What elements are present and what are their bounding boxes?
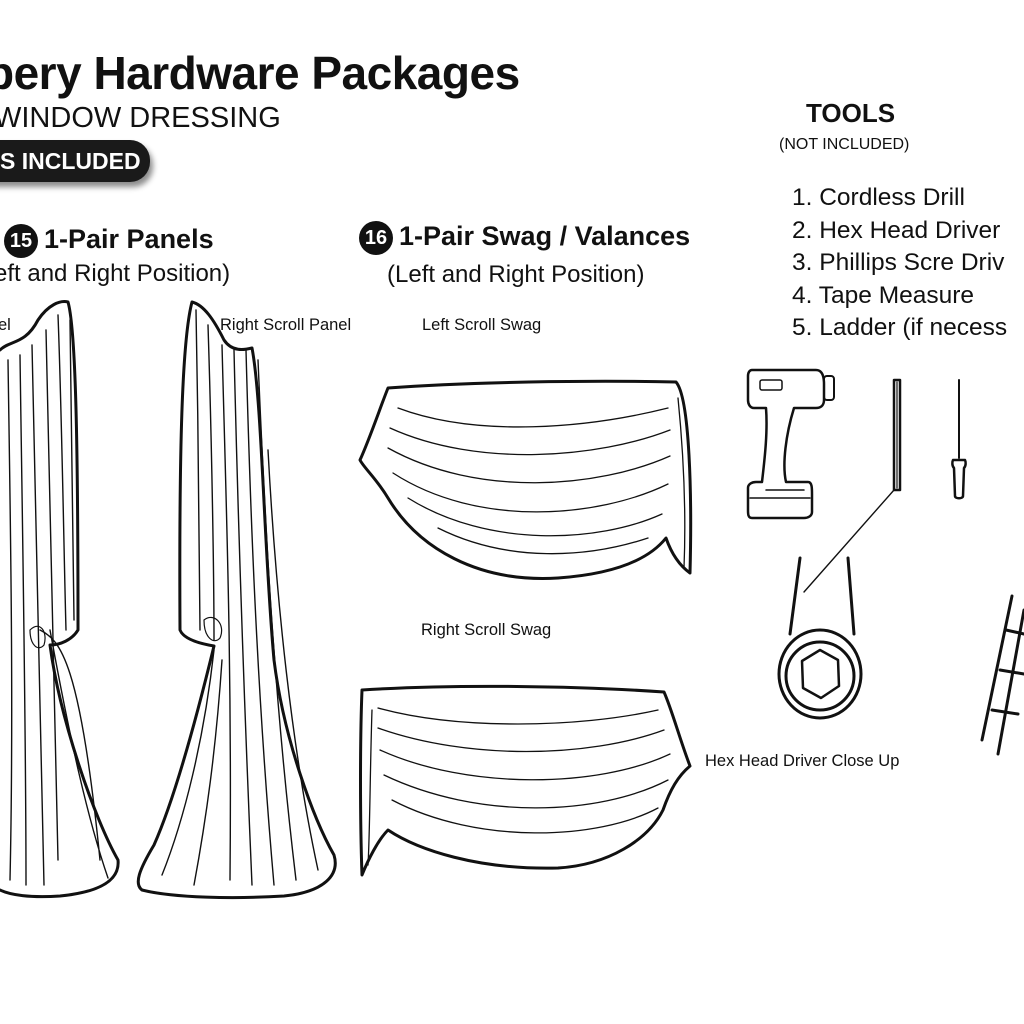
section-15-subtitle: eft and Right Position) bbox=[0, 260, 231, 287]
hex-socket-closeup-icon bbox=[777, 556, 863, 720]
section-title: 1-Pair Swag / Valances bbox=[399, 221, 691, 252]
section-number-badge: 15 bbox=[4, 224, 38, 258]
left-panel-drape-illustration bbox=[0, 300, 120, 899]
page-subtitle: WINDOW DRESSING bbox=[0, 102, 281, 134]
closeup-pointer-line bbox=[803, 489, 895, 593]
tool-item: 1. Cordless Drill bbox=[792, 184, 965, 211]
tool-item: 5. Ladder (if necess bbox=[792, 314, 1008, 341]
tools-list: 1. Cordless Drill 2. Hex Head Driver 3. … bbox=[792, 182, 1007, 345]
tools-heading: TOOLS bbox=[806, 98, 896, 128]
tool-item: 3. Phillips Scre Driv bbox=[792, 249, 1005, 276]
tool-item: 4. Tape Measure bbox=[792, 281, 975, 309]
tools-note: (NOT INCLUDED) bbox=[779, 136, 910, 153]
left-panel-label: el bbox=[0, 316, 11, 334]
section-number-badge: 16 bbox=[359, 221, 393, 255]
left-swag-label: Left Scroll Swag bbox=[422, 316, 542, 334]
section-16-subtitle: (Left and Right Position) bbox=[387, 261, 645, 288]
right-panel-label: Right Scroll Panel bbox=[220, 316, 352, 334]
page-title: pery Hardware Packages bbox=[0, 47, 520, 99]
phillips-screwdriver-icon bbox=[951, 379, 967, 500]
right-swag-label: Right Scroll Swag bbox=[421, 621, 552, 639]
included-badge: S INCLUDED bbox=[0, 140, 150, 182]
section-title: 1-Pair Panels bbox=[44, 224, 214, 255]
right-panel-drape-illustration bbox=[136, 300, 337, 900]
right-swag-illustration bbox=[359, 684, 692, 877]
tool-item: 2. Hex Head Driver bbox=[792, 216, 1001, 244]
left-swag-illustration bbox=[358, 379, 693, 580]
ladder-icon bbox=[980, 594, 1024, 756]
hex-driver-icon bbox=[892, 378, 902, 492]
hex-closeup-label: Hex Head Driver Close Up bbox=[705, 752, 900, 770]
cordless-drill-icon bbox=[746, 368, 835, 520]
